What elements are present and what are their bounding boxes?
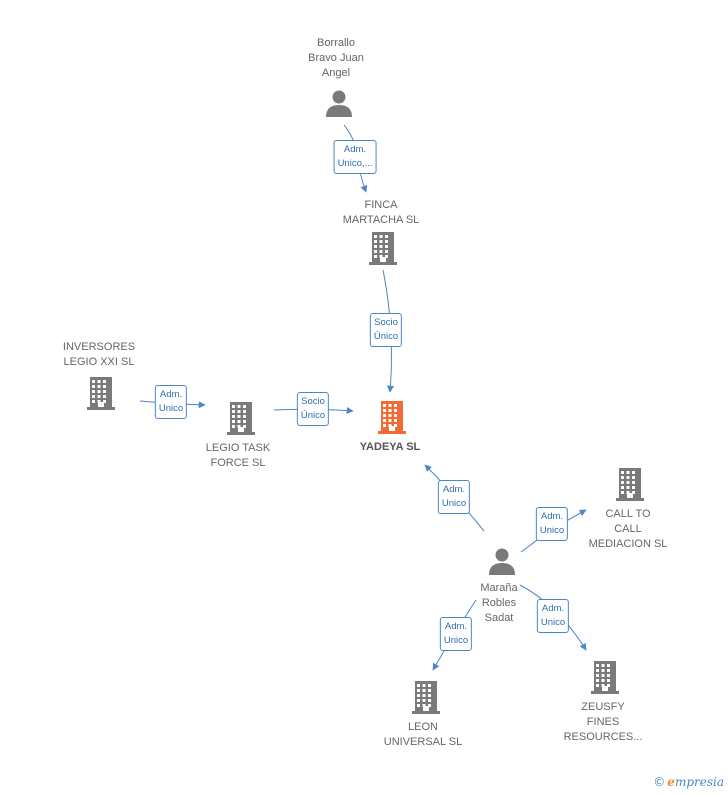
node-label-finca[interactable]: FINCA MARTACHA SL — [342, 199, 420, 226]
brand-initial: e — [667, 775, 675, 789]
node-label-zeusfy[interactable]: ZEUSFY FINES RESOURCES... — [563, 701, 643, 743]
relation-label[interactable]: Adm. Unico — [439, 617, 473, 651]
relation-label[interactable]: Adm. Unico — [154, 385, 188, 419]
node-label-leon[interactable]: LEON UNIVERSAL SL — [383, 721, 463, 748]
relation-label[interactable]: Adm. Unico — [536, 599, 570, 633]
empresia-logo[interactable]: ©empresia — [653, 775, 724, 789]
person-icon[interactable] — [324, 88, 354, 123]
building-icon[interactable] — [376, 400, 408, 439]
relation-label[interactable]: Adm. Unico — [437, 480, 471, 514]
node-label-marana[interactable]: Maraña Robles Sadat — [480, 582, 518, 624]
node-label-yadeya[interactable]: YADEYA SL — [359, 441, 421, 453]
relation-label[interactable]: Adm. Unico — [535, 507, 569, 541]
node-label-legio[interactable]: LEGIO TASK FORCE SL — [205, 442, 271, 469]
brand-rest: mpresia — [674, 775, 724, 789]
person-icon[interactable] — [487, 546, 517, 581]
building-icon[interactable] — [367, 231, 399, 270]
building-icon[interactable] — [225, 401, 257, 440]
building-icon[interactable] — [410, 680, 442, 719]
building-icon[interactable] — [589, 660, 621, 699]
relation-label[interactable]: Adm. Unico,... — [333, 140, 377, 174]
node-label-inversores[interactable]: INVERSORES LEGIO XXI SL — [62, 341, 136, 368]
building-icon[interactable] — [614, 467, 646, 506]
node-label-callto[interactable]: CALL TO CALL MEDIACION SL — [588, 508, 668, 550]
node-label-borrallo[interactable]: Borrallo Bravo Juan Angel — [308, 37, 364, 79]
relation-label[interactable]: Socio Único — [369, 313, 403, 347]
building-icon[interactable] — [85, 376, 117, 415]
copyright-symbol: © — [653, 775, 666, 789]
relation-label[interactable]: Socio Único — [296, 392, 330, 426]
